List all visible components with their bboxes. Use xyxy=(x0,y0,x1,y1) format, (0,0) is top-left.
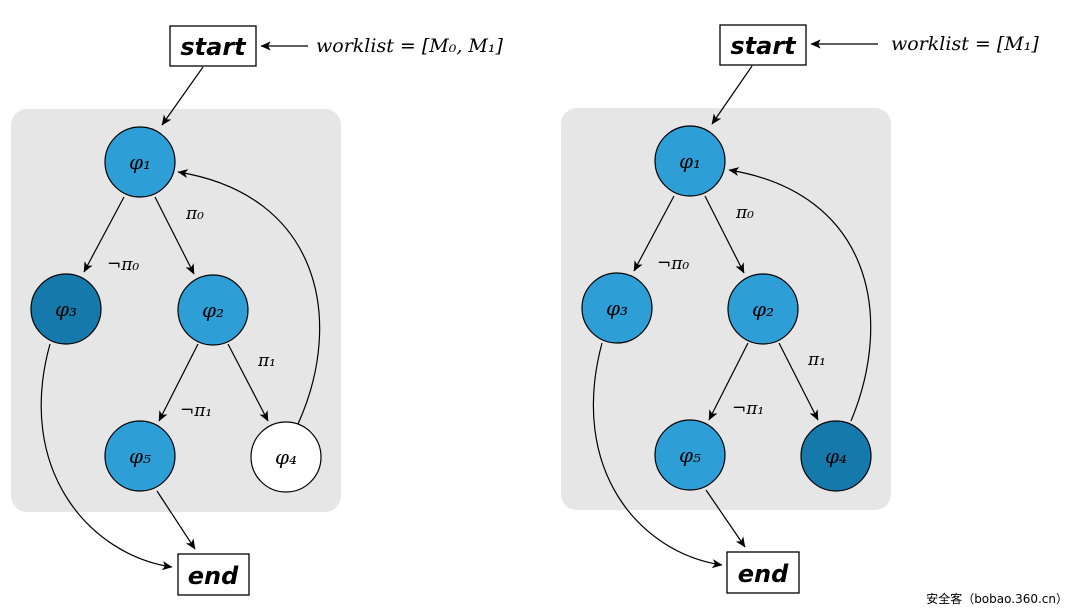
left-node-phi4-label: φ₄ xyxy=(275,445,297,469)
right-start-label: start xyxy=(730,32,797,60)
right-edge-phi4-phi1 xyxy=(728,167,872,422)
left-node-phi4 xyxy=(250,421,322,493)
right-label-pi1: π₁ xyxy=(807,350,826,370)
right-node-phi3 xyxy=(581,272,653,344)
left-edge-phi1-phi2 xyxy=(154,196,195,275)
right-edge-phi2-phi4 xyxy=(778,342,819,421)
left-label-pi1: π₁ xyxy=(257,351,276,371)
left-edge-phi3-end xyxy=(40,343,173,571)
left-node-phi5-label: φ₅ xyxy=(129,444,151,468)
right-edge-phi2-phi5 xyxy=(708,342,749,421)
right-node-phi5 xyxy=(654,419,726,491)
right-node-phi4 xyxy=(800,420,872,492)
right-node-phi3-label: φ₃ xyxy=(606,296,628,320)
right-label-not-pi0: ¬π₀ xyxy=(657,254,689,274)
right-label-not-pi1: ¬π₁ xyxy=(732,399,764,419)
left-end-label: end xyxy=(188,562,239,590)
right-diagram: start worklist = [M₁] end π₀ ¬π₀ π₁ ¬π₁ … xyxy=(561,24,1039,594)
right-node-phi1 xyxy=(654,125,726,197)
right-edge-phi5-end xyxy=(705,489,746,548)
right-edge-start-phi1 xyxy=(711,65,753,125)
left-start-label: start xyxy=(180,33,247,61)
left-end-box xyxy=(177,553,250,596)
right-edge-phi1-phi3 xyxy=(633,195,675,272)
left-start-box xyxy=(169,25,257,67)
right-node-phi2-label: φ₂ xyxy=(752,297,774,321)
right-edge-phi1-phi2 xyxy=(704,195,745,274)
left-node-phi2 xyxy=(177,274,249,346)
right-node-phi1-label: φ₁ xyxy=(679,149,701,173)
right-end-box xyxy=(726,551,800,594)
left-label-pi0: π₀ xyxy=(185,204,204,224)
left-label-not-pi0: ¬π₀ xyxy=(107,255,139,275)
right-edge-phi3-end xyxy=(592,342,723,569)
left-node-phi3 xyxy=(30,273,102,345)
right-node-phi5-label: φ₅ xyxy=(679,443,701,467)
left-label-not-pi1: ¬π₁ xyxy=(180,401,212,421)
right-node-phi2 xyxy=(727,273,799,345)
left-edge-phi2-phi5 xyxy=(158,343,199,422)
left-panel xyxy=(11,109,341,512)
right-end-label: end xyxy=(738,560,789,588)
left-edge-phi5-end xyxy=(156,490,196,550)
right-panel xyxy=(561,108,891,510)
right-start-box xyxy=(719,24,807,66)
left-node-phi1 xyxy=(104,126,176,198)
right-label-pi0: π₀ xyxy=(735,203,754,223)
left-worklist-label: worklist = [M₀, M₁] xyxy=(316,35,503,57)
left-node-phi5 xyxy=(104,420,176,492)
right-node-phi4-label: φ₄ xyxy=(825,444,847,468)
watermark: 安全客（bobao.360.cn） xyxy=(926,591,1068,606)
left-node-phi1-label: φ₁ xyxy=(129,150,151,174)
right-worklist-label: worklist = [M₁] xyxy=(891,33,1039,55)
left-edge-start-phi1 xyxy=(161,66,204,126)
left-edge-phi1-phi3 xyxy=(83,196,125,273)
left-edge-phi4-phi1 xyxy=(177,169,321,425)
left-edge-phi2-phi4 xyxy=(227,343,269,422)
left-node-phi3-label: φ₃ xyxy=(55,297,77,321)
left-node-phi2-label: φ₂ xyxy=(202,298,224,322)
left-diagram: start worklist = [M₀, M₁] end π₀ ¬π₀ π₁ … xyxy=(11,25,503,596)
